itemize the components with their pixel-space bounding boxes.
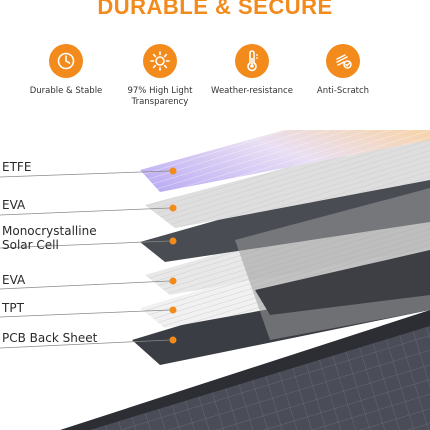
feature-label: Anti-Scratch (316, 86, 370, 96)
feature-durable: Durable & Stable (16, 44, 116, 97)
callout-lines (0, 170, 171, 349)
thermometer-icon (235, 44, 269, 78)
callout-dot (169, 277, 177, 285)
layer-label-eva-2: EVA (2, 273, 26, 287)
layer-label-solar-cell: Monocrystalline Solar Cell (2, 224, 97, 252)
feature-weather: Weather-resistance (202, 44, 302, 97)
callout-dot (169, 306, 177, 314)
layer-label-etfe: ETFE (2, 160, 32, 174)
feature-label: 97% High Light Transparency (127, 86, 193, 107)
callout-dots (169, 167, 177, 344)
clock-icon (49, 44, 83, 78)
dark-cell-block (255, 250, 430, 315)
layer-label-pcb: PCB Back Sheet (2, 331, 98, 345)
feature-row: Durable & Stable 97% High Light Transpar… (0, 44, 430, 124)
solar-panel-frame (60, 310, 430, 430)
callout-dot (169, 237, 177, 245)
callout-dot (169, 167, 177, 175)
feature-label: Durable & Stable (29, 86, 103, 96)
callout-dot (169, 204, 177, 212)
page-title: DURABLE & SECURE (97, 0, 333, 19)
layer-diagram: ETFE EVA Monocrystalline Solar Cell EVA … (0, 130, 430, 430)
feature-transparency: 97% High Light Transparency (110, 44, 210, 107)
feature-label: Weather-resistance (211, 86, 293, 96)
scratch-shield-icon (326, 44, 360, 78)
feature-anti-scratch: Anti-Scratch (293, 44, 393, 97)
callout-dot (169, 336, 177, 344)
sun-icon (143, 44, 177, 78)
layer-label-tpt: TPT (2, 301, 24, 315)
exploded-layer-stack (0, 130, 430, 430)
layer-label-eva: EVA (2, 198, 26, 212)
